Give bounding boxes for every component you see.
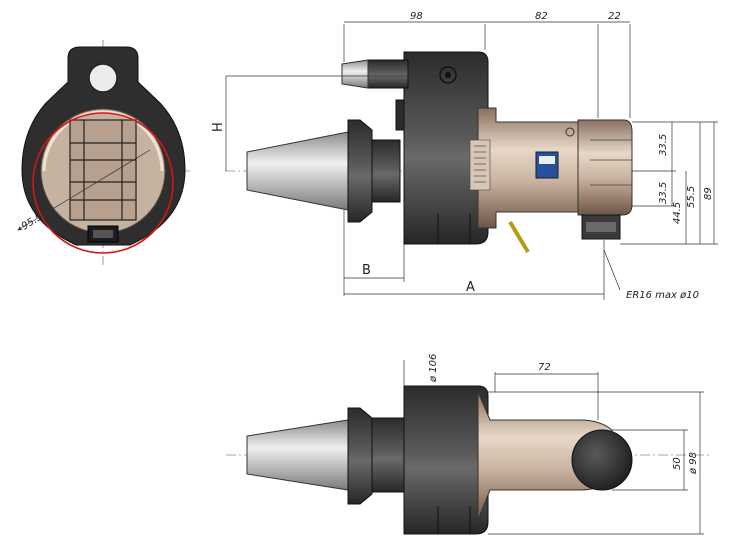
label-b: B	[362, 263, 371, 278]
label-h: H	[211, 122, 226, 132]
front-view: 95.5	[17, 40, 190, 265]
dim-d106: ø 106	[428, 354, 439, 383]
collet-label: ER16 max ø10	[626, 290, 699, 301]
dim-82: 82	[535, 11, 548, 22]
dim-89: 89	[703, 187, 714, 200]
dim-33-5-a: 33.5	[658, 134, 669, 156]
side-view: 98 82 22 33.5 33.5 44.5 55.5 89 H B A ER…	[211, 11, 718, 301]
dim-55-5: 55.5	[686, 186, 697, 208]
top-view: ø 106 72 50 ø 98	[226, 354, 712, 535]
red-circle	[32, 112, 174, 254]
dim-44-5: 44.5	[672, 202, 683, 224]
dim-50: 50	[672, 457, 683, 470]
dim-98: 98	[410, 11, 423, 22]
dim-22: 22	[608, 11, 621, 22]
dim-d98: ø 98	[688, 452, 699, 475]
dim-33-5-b: 33.5	[658, 182, 669, 204]
label-a: A	[466, 280, 475, 295]
dim-72: 72	[538, 362, 551, 373]
